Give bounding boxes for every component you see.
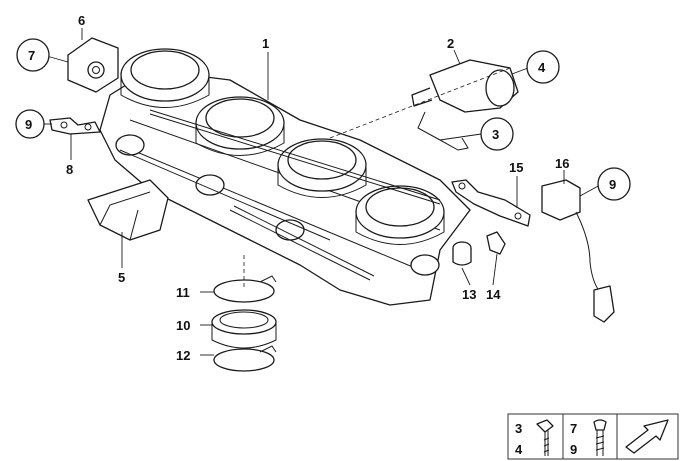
throttle-bore-1	[120, 48, 210, 108]
callout-13: 13	[462, 287, 476, 302]
callout-8: 8	[66, 162, 73, 177]
sleeve-10-part	[211, 309, 277, 349]
svg-text:1: 1	[262, 36, 269, 51]
callout-11: 11	[176, 285, 190, 300]
svg-text:16: 16	[555, 156, 569, 171]
wire-clip-part	[417, 111, 469, 151]
svg-text:9: 9	[609, 177, 616, 192]
callout-10: 10	[176, 318, 190, 333]
cover-bracket-part	[87, 179, 169, 241]
svg-text:8: 8	[66, 162, 73, 177]
sensor-bracket-part	[67, 37, 119, 93]
svg-text:4: 4	[538, 60, 546, 75]
legend-label-7: 7	[570, 421, 577, 436]
callout-7: 7	[16, 38, 50, 72]
svg-text:7: 7	[28, 48, 35, 63]
legend-label-4: 4	[515, 442, 523, 457]
callout-14: 14	[486, 287, 501, 302]
fastener-legend: 3 4 7 9	[507, 413, 679, 460]
small-bracket-part	[49, 117, 101, 135]
callout-16: 16	[555, 156, 569, 171]
callout-9-right: 9	[597, 167, 631, 201]
fitting-13-part	[452, 241, 472, 266]
arrow-icon	[625, 419, 669, 454]
callout-12: 12	[176, 348, 190, 363]
callout-3: 3	[480, 117, 514, 151]
legend-label-9: 9	[570, 442, 577, 457]
callout-5: 5	[118, 270, 125, 285]
sensor-with-wiring-part	[541, 179, 615, 323]
clamp-11-part	[213, 275, 277, 303]
svg-text:11: 11	[176, 285, 190, 300]
leader-lines	[42, 28, 601, 356]
svg-text:9: 9	[25, 117, 32, 132]
throttle-bore-4	[355, 185, 445, 245]
callout-1: 1	[262, 36, 269, 51]
svg-text:10: 10	[176, 318, 190, 333]
bolt-icon	[536, 419, 554, 456]
legend-label-3: 3	[515, 421, 522, 436]
bolt-icon	[593, 419, 607, 456]
svg-text:15: 15	[509, 160, 523, 175]
svg-text:13: 13	[462, 287, 476, 302]
svg-text:12: 12	[176, 348, 190, 363]
throttle-bore-3	[277, 138, 367, 198]
svg-text:5: 5	[118, 270, 125, 285]
sensor-mount-bracket-part	[451, 179, 531, 227]
svg-text:3: 3	[492, 127, 499, 142]
throttle-body-assembly	[99, 48, 471, 306]
callout-9-left: 9	[15, 109, 45, 139]
throttle-bore-2	[195, 96, 285, 156]
callout-6: 6	[78, 13, 85, 28]
svg-text:14: 14	[486, 287, 501, 302]
svg-text:2: 2	[447, 36, 454, 51]
idle-actuator-part	[411, 59, 519, 113]
callout-4: 4	[526, 50, 560, 84]
callout-2: 2	[447, 36, 454, 51]
callout-15: 15	[509, 160, 523, 175]
clip-14-part	[486, 231, 506, 255]
clamp-12-part	[213, 345, 277, 372]
svg-text:6: 6	[78, 13, 85, 28]
